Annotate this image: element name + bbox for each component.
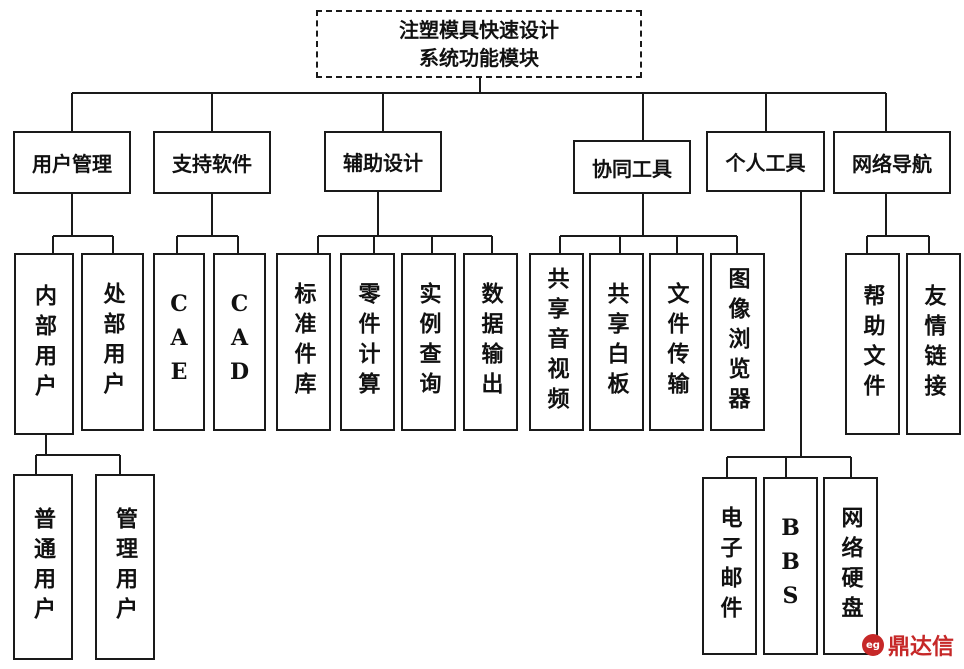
leaf-bbs: BBS	[763, 477, 818, 655]
category-label: 个人工具	[725, 151, 806, 175]
category-network-nav: 网络导航	[833, 131, 951, 194]
category-personal-tools: 个人工具	[706, 131, 825, 192]
leaf-share-av: 共享音视频	[529, 253, 584, 431]
watermark-text: 鼎达信	[887, 635, 954, 660]
leaf-case-query: 实例查询	[401, 253, 456, 431]
leaf-internal-user: 内部用户	[14, 253, 74, 435]
watermark: eg 鼎达信	[861, 629, 954, 661]
category-collab-tools: 协同工具	[573, 140, 691, 194]
category-label: 辅助设计	[343, 151, 423, 175]
leaf-help-docs: 帮助文件	[845, 253, 900, 435]
leaf-net-disk: 网络硬盘	[823, 477, 878, 655]
watermark-logo-icon: eg	[861, 634, 884, 656]
category-label: 用户管理	[32, 152, 112, 176]
category-label: 网络导航	[852, 152, 932, 176]
leaf-image-browser: 图像浏览器	[710, 253, 765, 431]
category-support-software: 支持软件	[153, 131, 271, 194]
leaf-email: 电子邮件	[702, 477, 757, 655]
leaf-file-transfer: 文件传输	[649, 253, 704, 431]
leaf-friend-links: 友情链接	[906, 253, 961, 435]
category-aux-design: 辅助设计	[324, 131, 442, 192]
leaf-part-calc: 零件计算	[340, 253, 395, 431]
category-user-management: 用户管理	[13, 131, 131, 194]
leaf-admin-user: 管理用户	[95, 474, 155, 660]
category-label: 支持软件	[172, 152, 252, 176]
leaf-dept-user: 处部用户	[81, 253, 144, 431]
root-title-line1: 注塑模具快速设计	[399, 18, 559, 42]
leaf-normal-user: 普通用户	[13, 474, 73, 660]
leaf-share-whiteboard: 共享白板	[589, 253, 644, 431]
leaf-data-output: 数据输出	[463, 253, 518, 431]
leaf-cae: CAE	[153, 253, 205, 431]
root-node: 注塑模具快速设计 系统功能模块	[316, 10, 642, 78]
leaf-standard-parts: 标准件库	[276, 253, 331, 431]
category-label: 协同工具	[592, 156, 672, 181]
root-title-line2: 系统功能模块	[419, 46, 539, 70]
leaf-cad: CAD	[213, 253, 266, 431]
